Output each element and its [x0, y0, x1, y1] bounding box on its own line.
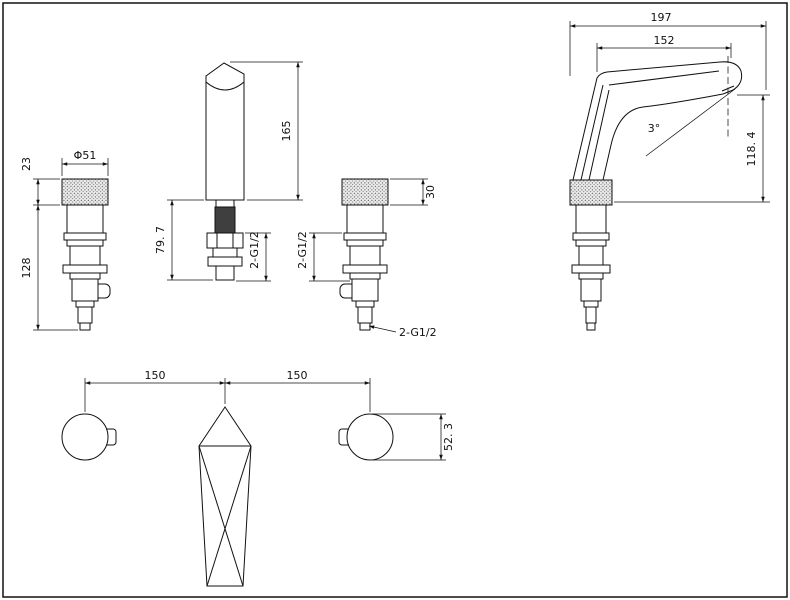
right-handle-front-view	[339, 178, 389, 331]
dimension-labels: Φ51 23 128 165 79. 7 2-G1/2 30 2-G1/2 2-…	[20, 11, 758, 451]
dim-label-angle-3deg: 3°	[648, 122, 661, 135]
dim-label-cap-23: 23	[20, 157, 33, 171]
dim-label-cap-30: 30	[424, 185, 437, 199]
spout-front-view	[205, 62, 245, 281]
dimension-lines	[33, 21, 770, 461]
left-handle-front-view	[61, 178, 111, 331]
dim-label-handle-thread-bottom: 2-G1/2	[399, 326, 437, 339]
plan-left-handle-tab	[106, 428, 117, 446]
dim-label-pitch-right-150: 150	[287, 369, 308, 382]
dim-label-handle-thread-side: 2-G1/2	[296, 231, 309, 269]
dim-label-spout-thread: 2-G1/2	[248, 231, 261, 269]
dim-label-overall-197: 197	[651, 11, 672, 24]
dim-label-diameter-51: Φ51	[74, 149, 97, 162]
right-handle-side-port	[339, 283, 352, 299]
dim-label-outlet-118-4: 118. 4	[745, 132, 758, 167]
left-handle-side-port	[98, 283, 111, 299]
dim-label-lower-79-7: 79. 7	[154, 226, 167, 254]
dim-label-height-165: 165	[280, 121, 293, 142]
plan-view	[61, 406, 394, 587]
plan-left-handle-circle	[61, 413, 109, 461]
plan-right-handle-tab	[338, 428, 349, 446]
spout-base-knurl	[569, 179, 613, 206]
spout-side-view	[569, 61, 743, 331]
left-handle-knurled-cap	[61, 178, 109, 206]
dim-label-pitch-left-150: 150	[145, 369, 166, 382]
dim-label-body-128: 128	[20, 258, 33, 279]
plan-right-handle-circle	[346, 413, 394, 461]
dim-label-width-52-3: 52. 3	[442, 423, 455, 451]
spout-side-body	[572, 61, 743, 181]
dim-label-reach-152: 152	[654, 34, 675, 47]
plan-spout-outline	[198, 406, 252, 587]
right-handle-knurled-cap	[341, 178, 389, 206]
spout-front-body	[205, 62, 245, 201]
spout-threaded-shank	[214, 206, 236, 234]
